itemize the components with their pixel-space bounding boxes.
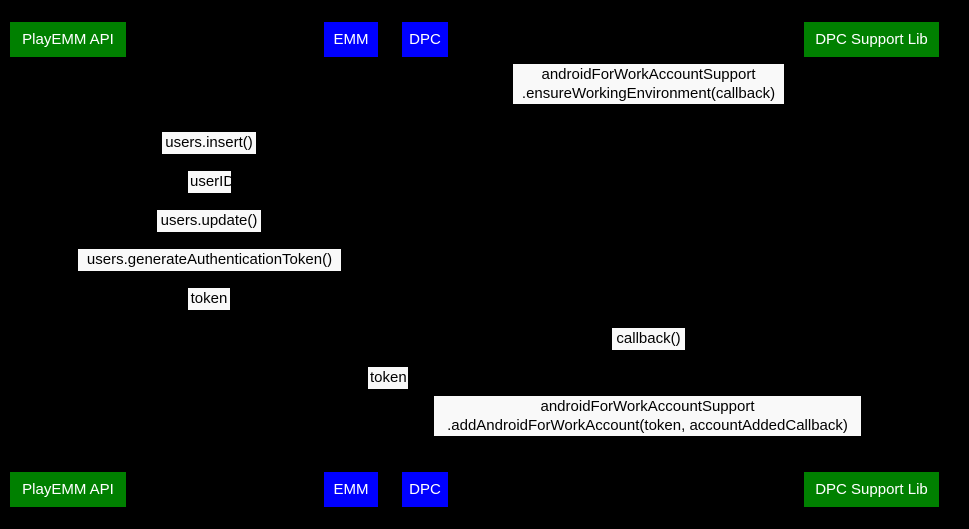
arrow-generate-authentication-token: [68, 271, 351, 272]
lifeline-playemm-api: [68, 57, 69, 472]
arrow-users-insert: [68, 154, 351, 155]
message-label-callback: callback(): [612, 328, 685, 350]
participant-playemm-api-top[interactable]: PlayEMM API: [10, 22, 126, 57]
arrow-user-id: [68, 193, 351, 194]
arrow-token-to-dpc: [351, 389, 425, 390]
message-label-token-to-dpc: token: [368, 367, 408, 389]
participant-label: DPC Support Lib: [815, 31, 928, 48]
participant-playemm-api-bottom[interactable]: PlayEMM API: [10, 472, 126, 507]
participant-dpc-bottom[interactable]: DPC: [402, 472, 448, 507]
message-label-users-insert: users.insert(): [162, 132, 256, 154]
lifeline-dpc: [425, 57, 426, 472]
participant-label: EMM: [333, 481, 369, 498]
participant-dpc-top[interactable]: DPC: [402, 22, 448, 57]
participant-label: PlayEMM API: [22, 481, 114, 498]
participant-label: DPC: [409, 481, 441, 498]
participant-dpc-support-lib-bottom[interactable]: DPC Support Lib: [804, 472, 939, 507]
message-label-add-android-for-work-account: androidForWorkAccountSupport .addAndroid…: [434, 396, 861, 436]
message-label-ensure-working-environment: androidForWorkAccountSupport .ensureWork…: [513, 64, 784, 104]
lifeline-dpc-support-lib: [871, 57, 872, 472]
arrow-ensure-working-environment: [425, 104, 871, 105]
arrow-callback: [425, 350, 871, 351]
lifeline-emm: [351, 57, 352, 472]
message-label-generate-authentication-token: users.generateAuthenticationToken(): [78, 249, 341, 271]
participant-emm-top[interactable]: EMM: [324, 22, 378, 57]
message-label-users-update: users.update(): [157, 210, 261, 232]
arrow-token-to-emm: [68, 310, 351, 311]
message-label-token-to-emm: token: [188, 288, 230, 310]
participant-label: PlayEMM API: [22, 31, 114, 48]
participant-label: EMM: [333, 31, 369, 48]
participant-emm-bottom[interactable]: EMM: [324, 472, 378, 507]
message-label-user-id: userID: [188, 171, 234, 193]
arrow-users-update: [68, 232, 351, 233]
arrow-add-android-for-work-account: [425, 436, 871, 437]
participant-label: DPC Support Lib: [815, 481, 928, 498]
participant-label: DPC: [409, 31, 441, 48]
participant-dpc-support-lib-top[interactable]: DPC Support Lib: [804, 22, 939, 57]
